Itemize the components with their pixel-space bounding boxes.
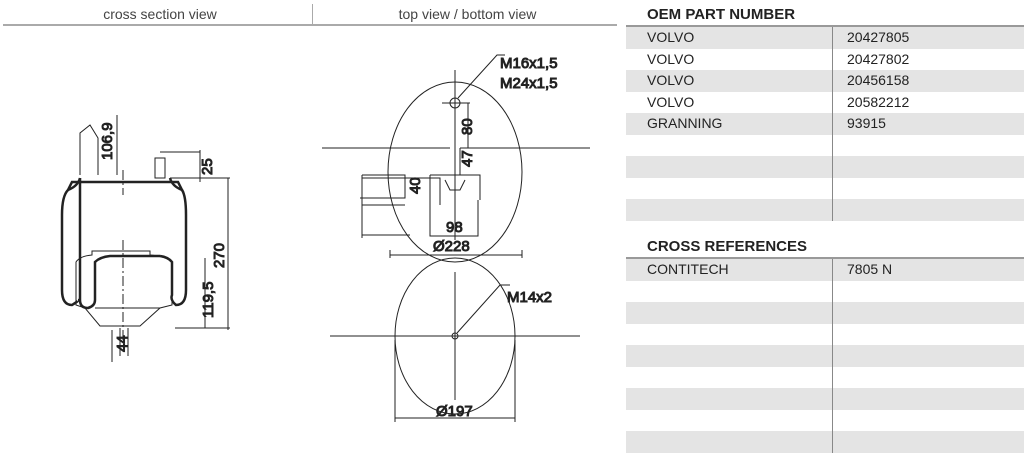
brand-cell xyxy=(626,156,833,178)
part-number-cell xyxy=(833,410,847,432)
dim-47: 47 xyxy=(459,150,476,167)
part-number-cell xyxy=(833,345,847,367)
table-row xyxy=(626,199,1024,221)
table-row xyxy=(626,280,1024,303)
table-row xyxy=(626,431,1024,453)
brand-cell: VOLVO xyxy=(626,91,833,113)
dim-197: Ø197 xyxy=(436,403,473,420)
brand-cell xyxy=(626,366,833,388)
dim-106-9: 106,9 xyxy=(99,122,116,160)
part-number-cell xyxy=(833,367,847,389)
table-row xyxy=(626,323,1024,346)
table-row: VOLVO 20427805 xyxy=(626,27,1024,49)
part-number-cell xyxy=(833,431,847,453)
header-divider xyxy=(312,4,313,24)
table-row: VOLVO 20582212 xyxy=(626,91,1024,113)
dim-44: 44 xyxy=(114,335,131,352)
part-number-cell: 20582212 xyxy=(847,93,910,110)
brand-cell xyxy=(626,302,833,324)
table-row xyxy=(626,388,1024,410)
part-number-cell: 20427802 xyxy=(847,50,910,67)
table-row: VOLVO 20427802 xyxy=(626,48,1024,70)
cross-section-drawing: 106,9 25 270 119,5 44 xyxy=(60,115,230,362)
part-number-cell xyxy=(833,178,847,200)
table-row xyxy=(626,366,1024,389)
part-number-cell: 20456158 xyxy=(847,72,910,88)
dim-25: 25 xyxy=(199,158,216,175)
brand-cell xyxy=(626,323,833,345)
brand-cell: VOLVO xyxy=(626,27,833,49)
part-number-cell xyxy=(833,324,847,346)
part-number-cell xyxy=(833,302,847,324)
brand-cell xyxy=(626,409,833,431)
thread-m14: M14x2 xyxy=(507,289,552,306)
table-row xyxy=(626,345,1024,367)
brand-cell xyxy=(626,134,833,156)
technical-drawing: 106,9 25 270 119,5 44 M16x1,5 M24x1,5 80… xyxy=(60,54,590,422)
part-number-cell: 7805 N xyxy=(847,261,893,277)
part-number-cell: 93915 xyxy=(847,115,886,131)
cross-title: CROSS REFERENCES xyxy=(647,238,808,255)
bottom-view-drawing: M14x2 Ø197 xyxy=(330,257,580,422)
part-number-cell xyxy=(833,156,847,178)
part-number-cell xyxy=(833,388,847,410)
thread-m16: M16x1,5 xyxy=(500,55,558,72)
brand-cell xyxy=(626,388,833,410)
oem-rule xyxy=(626,25,1024,27)
part-number-cell xyxy=(833,135,847,157)
brand-cell xyxy=(626,177,833,199)
table-row: CONTITECH 7805 N xyxy=(626,259,1024,281)
brand-cell xyxy=(626,431,833,453)
brand-cell: CONTITECH xyxy=(626,259,833,281)
table-row xyxy=(626,177,1024,200)
table-row: GRANNING 93915 xyxy=(626,113,1024,135)
top-bottom-view-label: top view / bottom view xyxy=(398,6,537,22)
brand-cell xyxy=(626,199,833,221)
table-row xyxy=(626,409,1024,432)
table-row xyxy=(626,156,1024,178)
cross-references-table: CROSS REFERENCES CONTITECH 7805 N xyxy=(626,237,1024,453)
table-row: VOLVO 20456158 xyxy=(626,70,1024,92)
oem-title: OEM PART NUMBER xyxy=(647,6,796,23)
part-number-cell xyxy=(833,281,847,303)
thread-m24: M24x1,5 xyxy=(500,75,558,92)
dim-80: 80 xyxy=(459,118,476,135)
dim-119-5: 119,5 xyxy=(200,282,217,318)
cross-rule xyxy=(626,257,1024,259)
cross-rows: CONTITECH 7805 N xyxy=(626,259,1024,453)
part-number-cell xyxy=(833,199,847,221)
cross-section-view-label: cross section view xyxy=(103,6,217,22)
dim-40: 40 xyxy=(407,177,424,194)
header-rule xyxy=(3,24,617,26)
table-row xyxy=(626,302,1024,324)
brand-cell xyxy=(626,280,833,302)
brand-cell xyxy=(626,345,833,367)
top-view-drawing: M16x1,5 M24x1,5 80 47 40 98 Ø228 xyxy=(322,54,590,263)
brand-cell: VOLVO xyxy=(626,48,833,70)
brand-cell: GRANNING xyxy=(626,113,833,135)
part-number-cell: 20427805 xyxy=(847,29,910,45)
dim-228: Ø228 xyxy=(433,238,470,255)
table-row xyxy=(626,134,1024,157)
dim-270: 270 xyxy=(211,243,228,268)
dim-98: 98 xyxy=(446,219,463,236)
brand-cell: VOLVO xyxy=(626,70,833,92)
